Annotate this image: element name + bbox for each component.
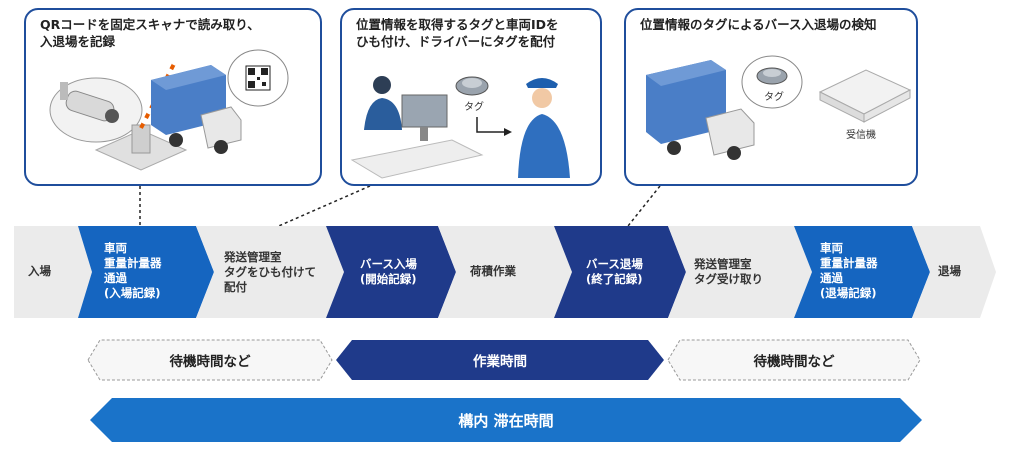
step-6-shape <box>554 226 686 318</box>
leader-line-2 <box>264 185 371 233</box>
work-band-shape <box>336 340 664 380</box>
step-2-shape <box>78 226 214 318</box>
total-band-label: 構内 滞在時間 <box>458 412 554 430</box>
step-3-shape <box>196 226 344 318</box>
callout-title: 位置情報を取得するタグと車両IDを ひも付け、ドライバーにタグを配付 <box>356 17 559 49</box>
step-4-shape <box>326 226 456 318</box>
wait-band-2-label: 待機時間など <box>753 354 835 370</box>
qr-code-icon <box>227 49 289 107</box>
step-8-label: 車両 重量計量器 通過 (退場記録) <box>820 241 878 300</box>
qr-gate-illustration <box>49 49 289 171</box>
receiver-icon <box>818 69 912 123</box>
step-5-shape <box>438 226 572 318</box>
tag-label: タグ <box>764 90 784 103</box>
receiver-label: 受信機 <box>846 128 876 141</box>
truck-icon <box>151 65 242 154</box>
wait-band-2-shape <box>667 339 921 381</box>
step-8-shape <box>794 226 930 318</box>
wait-band-1-label: 待機時間など <box>169 354 251 370</box>
step-7-label: 発送管理室 タグ受け取り <box>694 257 763 286</box>
step-9-label: 退場 <box>938 264 961 278</box>
callout-tag-assign: 位置情報を取得するタグと車両IDを ひも付け、ドライバーにタグを配付 タグ <box>340 8 602 186</box>
camera-icon <box>49 77 143 143</box>
arrow-icon <box>476 117 512 136</box>
work-band-label: 作業時間 <box>473 354 527 370</box>
step-1-shape <box>14 226 92 318</box>
leader-line-3 <box>627 185 661 227</box>
office-worker-icon <box>350 76 484 179</box>
berth-detect-illustration: タグ 受信機 <box>646 55 912 160</box>
total-band-shape <box>90 398 922 442</box>
callout-qr-scanner: QRコードを固定スキャナで読み取り、 入退場を記録 <box>24 8 322 186</box>
truck-icon <box>646 60 755 160</box>
step-4-label: バース入場 (開始記録) <box>360 257 417 286</box>
callout-berth-detect: 位置情報のタグによるバース入退場の検知 タグ 受信機 <box>624 8 918 186</box>
callout-title: 位置情報のタグによるバース入退場の検知 <box>640 17 877 32</box>
driver-icon <box>518 78 570 178</box>
step-1-label: 入場 <box>28 264 51 278</box>
step-6-label: バース退場 (終了記録) <box>586 257 643 286</box>
tag-icon <box>455 76 489 96</box>
wait-band-1-shape <box>87 339 333 381</box>
callout-title: QRコードを固定スキャナで読み取り、 入退場を記録 <box>40 17 260 49</box>
tag-label: タグ <box>464 100 484 113</box>
step-3-label: 発送管理室 タグをひも付けて 配付 <box>224 250 316 294</box>
tag-bubble-icon <box>741 55 803 109</box>
tag-assign-illustration: タグ <box>350 76 570 179</box>
step-9-shape <box>912 226 996 318</box>
step-7-shape <box>668 226 812 318</box>
step-5-label: 荷積作業 <box>470 264 516 278</box>
step-2-label: 車両 重量計量器 通過 (入場記録) <box>104 241 162 300</box>
